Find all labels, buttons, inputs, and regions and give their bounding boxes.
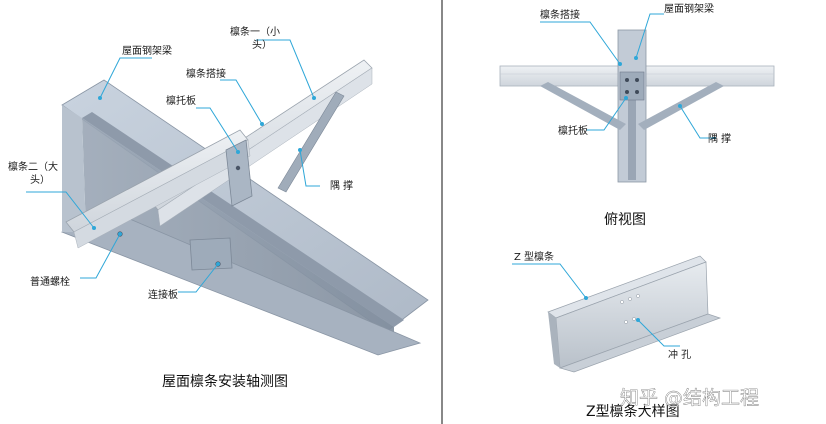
label-brace-plan: 隅 撑 xyxy=(708,132,731,145)
label-brace-left: 隅 撑 xyxy=(330,179,353,192)
bolt-3 xyxy=(235,165,241,171)
plan-bolt-3 xyxy=(625,90,629,94)
label-z-purlin: Z 型檩条 xyxy=(514,250,554,263)
plan-bolt-2 xyxy=(635,78,639,82)
z-hole-4 xyxy=(624,320,628,324)
label-purlin-one-b: 头） xyxy=(252,39,272,51)
z-hole-1 xyxy=(620,300,624,304)
plan-leaders xyxy=(540,13,716,139)
caption-z-purlin: Z型檩条大样图 xyxy=(586,403,680,420)
label-purlin-bracket-left: 檩托板 xyxy=(166,94,196,107)
left-leaders xyxy=(26,39,320,293)
connection-plate xyxy=(189,237,233,271)
label-roof-beam-left: 屋面钢架梁 xyxy=(122,44,172,57)
caption-isometric: 屋面檩条安装轴测图 xyxy=(162,373,288,390)
label-punch-hole: 冲 孔 xyxy=(668,348,691,361)
z-purlin-end xyxy=(548,312,560,368)
z-leaders xyxy=(512,263,680,347)
caption-plan: 俯视图 xyxy=(604,212,646,228)
plan-brace-left xyxy=(540,82,626,130)
label-purlin-lap-left: 檩条搭接 xyxy=(186,67,226,80)
label-roof-beam-plan: 屋面钢架梁 xyxy=(664,2,714,15)
roof-beam-web xyxy=(82,112,404,327)
purlin-bracket-plate xyxy=(225,139,253,207)
plan-bolt-4 xyxy=(635,90,639,94)
label-purlin-two-b: 头） xyxy=(30,174,50,186)
brace-member xyxy=(277,91,345,193)
purlin-two-face xyxy=(73,139,251,249)
plan-view xyxy=(499,29,775,183)
label-bolt: 普通螺栓 xyxy=(30,275,70,288)
z-hole-5 xyxy=(632,317,636,321)
label-purlin-lap-plan: 檩条搭接 xyxy=(540,8,580,21)
plan-bracket-plate xyxy=(619,71,645,101)
watermark: 知乎 @结构工程 xyxy=(620,387,759,409)
label-purlin-bracket-plan: 檩托板 xyxy=(558,124,588,137)
plan-bolt-1 xyxy=(625,78,629,82)
label-purlin-two: 檩条二（大 xyxy=(8,160,58,173)
z-hole-3 xyxy=(636,294,640,298)
z-purlin-bottom-flange xyxy=(558,313,722,373)
z-purlin-drawing xyxy=(547,255,722,373)
z-hole-2 xyxy=(628,297,632,301)
roof-beam-side xyxy=(62,105,86,232)
label-connect-plate: 连接板 xyxy=(148,288,178,301)
label-purlin-one: 檩条一（小 xyxy=(230,25,280,38)
isometric-view xyxy=(61,59,429,356)
plan-beam-web xyxy=(628,90,636,180)
purlin-one-face xyxy=(157,67,373,227)
